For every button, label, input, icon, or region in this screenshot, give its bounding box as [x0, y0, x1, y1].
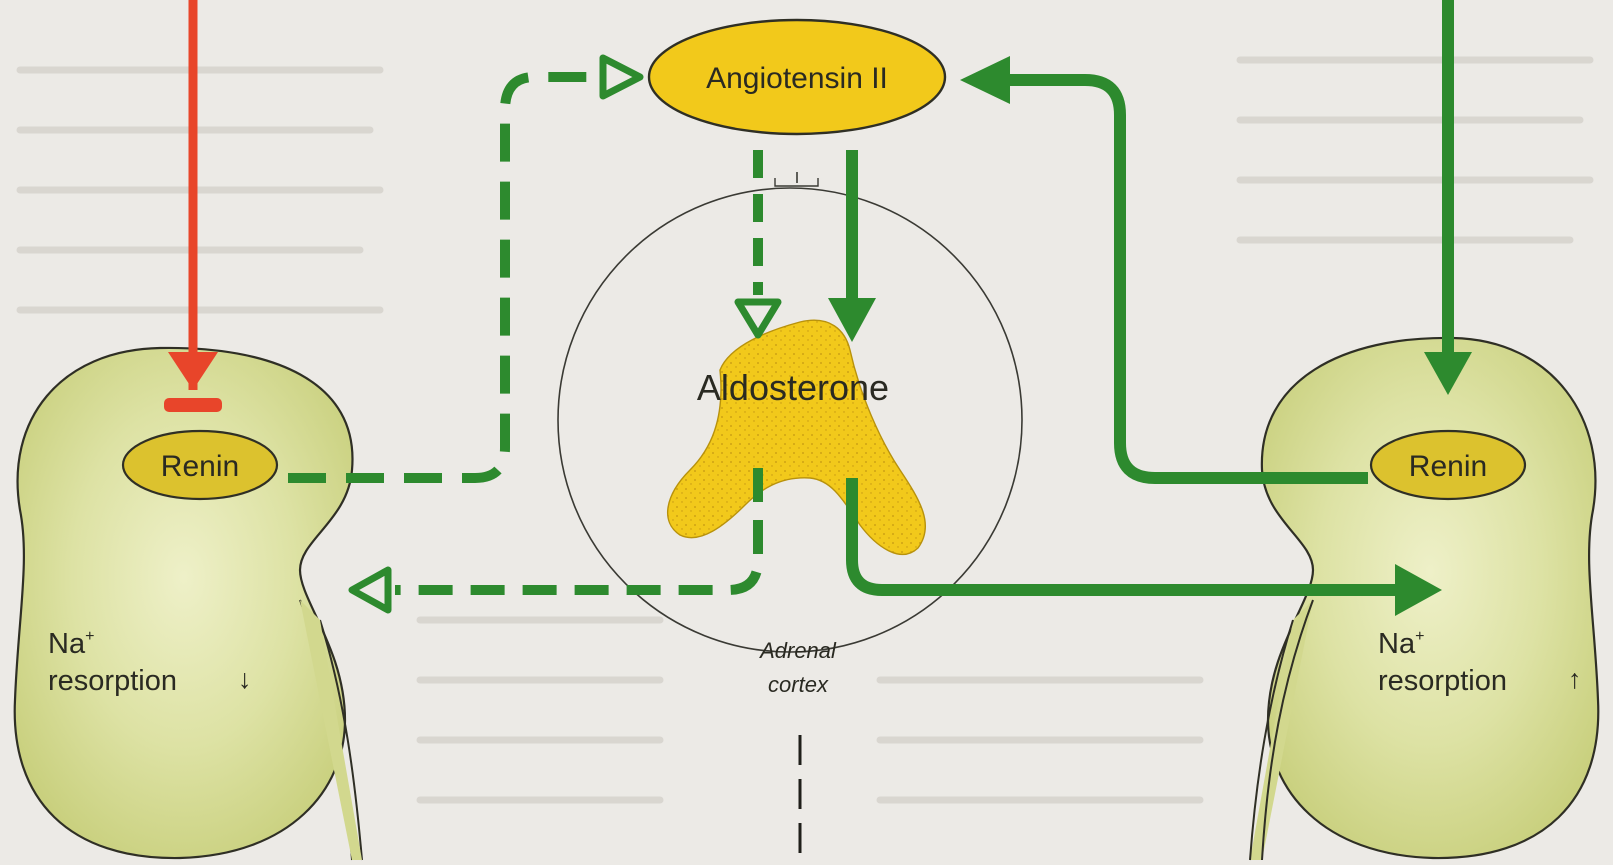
right-resorption-label: resorption: [1378, 665, 1507, 697]
angiotensin-label: Angiotensin II: [706, 62, 888, 95]
adrenal-label-line2: cortex: [768, 672, 829, 697]
open-arrowhead-aldosterone: [738, 302, 778, 335]
open-arrowhead-left-kidney: [352, 570, 388, 610]
adrenal-gland: Aldosterone: [668, 320, 926, 554]
left-resorption-arrow: ↓: [238, 664, 252, 694]
right-na-label: Na: [1378, 628, 1416, 660]
right-kidney-shape: [1262, 338, 1598, 858]
left-resorption-label: resorption: [48, 665, 177, 697]
right-na-superscript: +: [1415, 628, 1424, 645]
solid-arrowhead-angiotensin: [960, 56, 1010, 104]
aldosterone-label: Aldosterone: [697, 367, 889, 408]
left-na-superscript: +: [85, 628, 94, 645]
right-renin-label: Renin: [1409, 450, 1487, 483]
open-arrowhead-angiotensin: [603, 58, 640, 96]
right-resorption-arrow: ↑: [1568, 664, 1582, 694]
left-na-label: Na: [48, 628, 86, 660]
adrenal-label-line1: Adrenal: [758, 638, 837, 663]
left-renin-label: Renin: [161, 450, 239, 483]
left-kidney: Renin Na+ resorption ↓: [15, 348, 362, 860]
